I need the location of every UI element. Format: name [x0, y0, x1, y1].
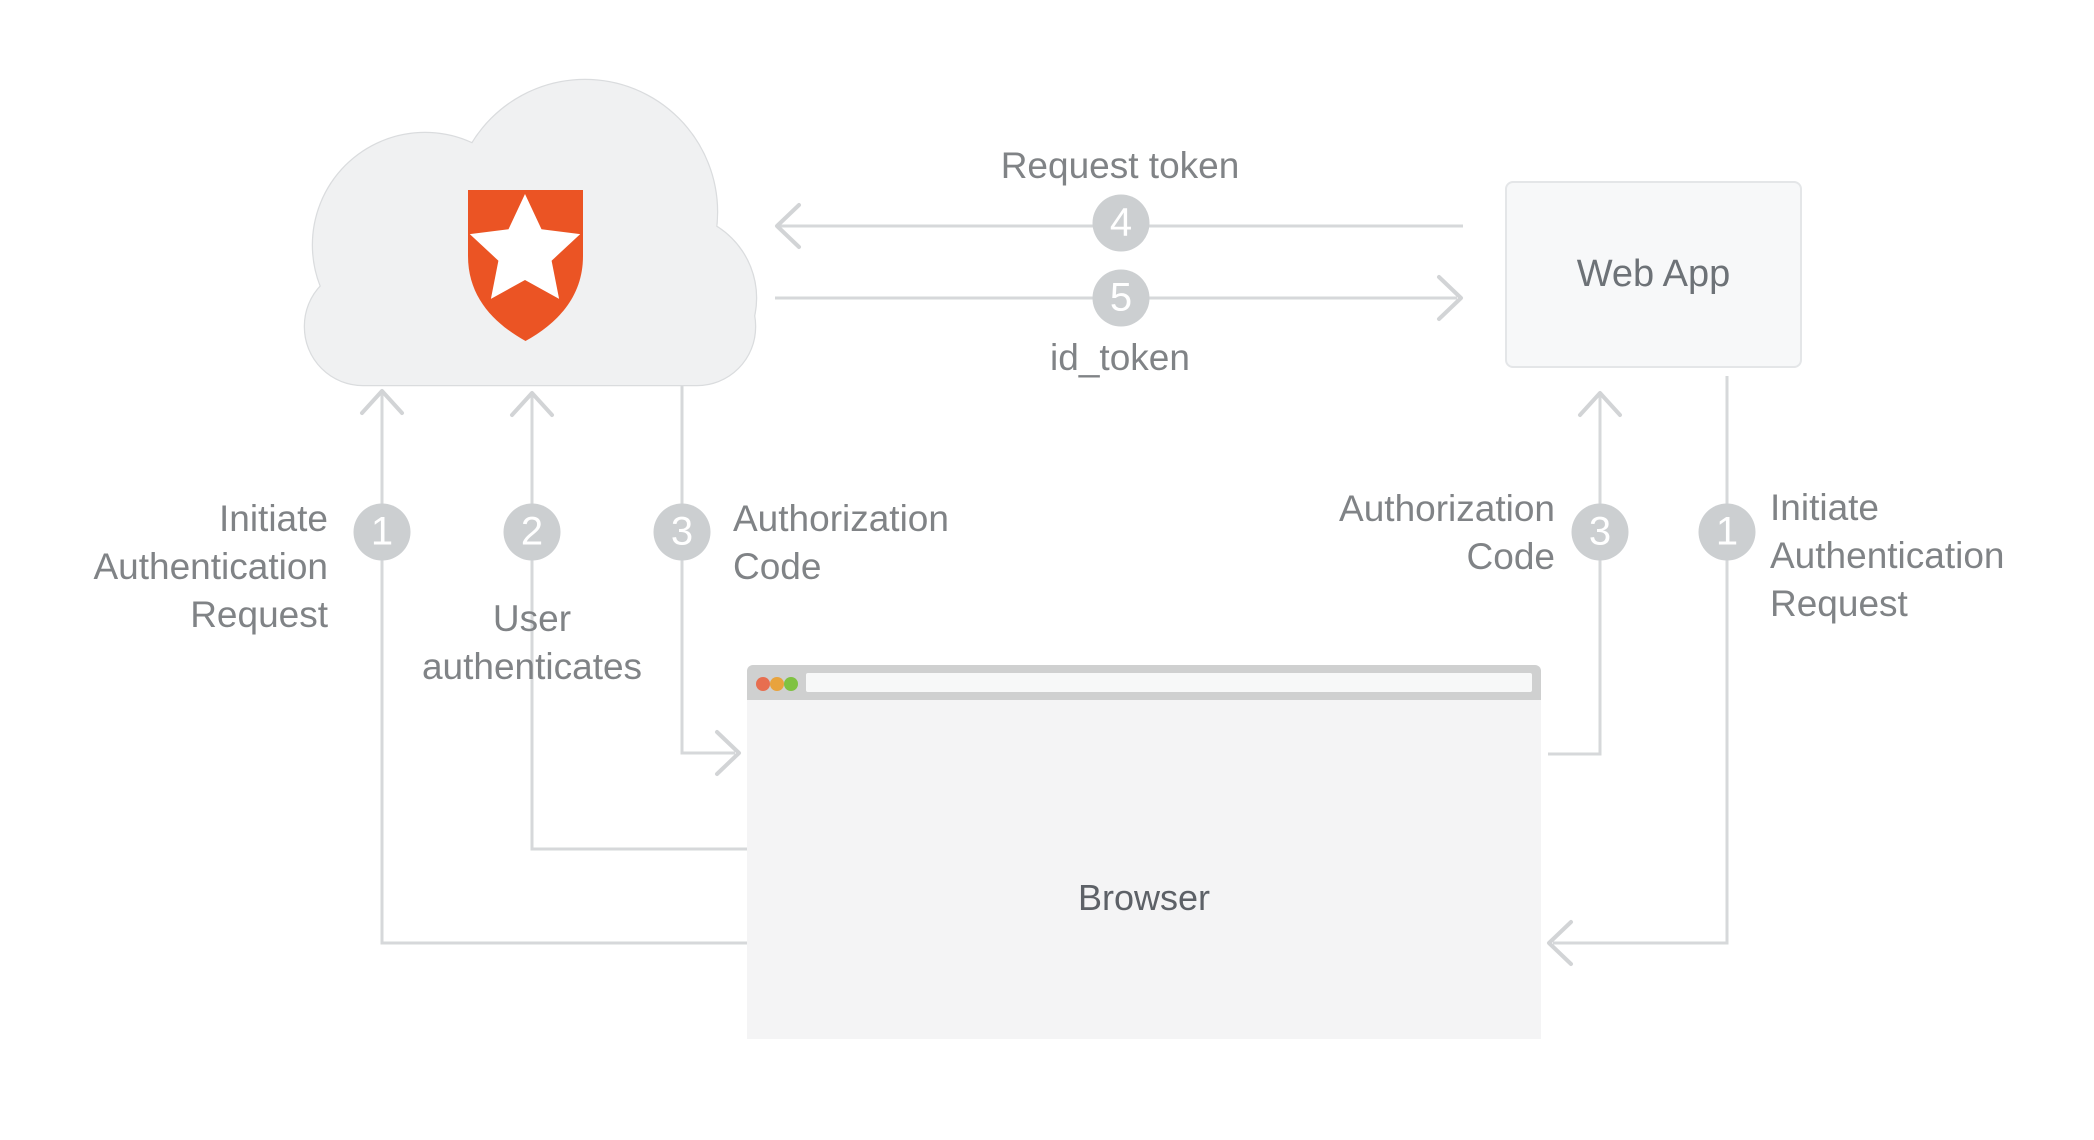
request-token-label: Request token — [1000, 145, 1240, 186]
close-window-icon — [756, 677, 770, 691]
arrowheads — [360, 203, 1622, 966]
step-circle-4: 4 — [1092, 194, 1150, 252]
initiate-auth-request-right-label: Initiate Authentication Request — [1770, 487, 2005, 624]
browser-titlebar — [747, 665, 1541, 700]
line-initiate-right — [1553, 376, 1729, 945]
step-circle-1-right: 1 — [1698, 503, 1756, 561]
step-circle-3-left: 3 — [653, 503, 711, 561]
arrow-up-auth-code-right-icon — [1578, 391, 1622, 417]
authorization-code-right-label: Authorization Code — [1339, 488, 1555, 577]
url-bar — [806, 673, 1532, 692]
auth0-shield-icon — [468, 190, 583, 341]
step-circle-3-right: 3 — [1571, 503, 1629, 561]
arrow-up-initiate-left-icon — [360, 389, 404, 415]
authorization-code-left-label: Authorization Code — [733, 498, 949, 587]
initiate-auth-request-left-label: Initiate Authentication Request — [93, 498, 328, 635]
line-initiate-left — [380, 392, 747, 945]
web-app-label: Web App — [1576, 253, 1731, 295]
step-circle-2: 2 — [503, 503, 561, 561]
line-auth-code-left — [680, 372, 735, 755]
arrow-right-id-token-icon — [1437, 275, 1463, 321]
step-circle-1-left: 1 — [353, 503, 411, 561]
line-auth-code-right — [1548, 394, 1602, 756]
arrow-right-auth-code-left-icon — [715, 730, 741, 776]
web-app-node: Web App — [1505, 181, 1802, 368]
minimize-window-icon — [770, 677, 784, 691]
browser-window: Browser — [747, 665, 1541, 1039]
zoom-window-icon — [784, 677, 798, 691]
step-circle-5: 5 — [1092, 269, 1150, 327]
arrow-up-user-auth-icon — [510, 391, 554, 417]
browser-label: Browser — [1077, 877, 1211, 918]
user-authenticates-label: User authenticates — [421, 598, 643, 687]
arrow-left-initiate-right-icon — [1547, 920, 1573, 966]
id-token-label: id_token — [1050, 337, 1190, 378]
arrow-left-request-token-icon — [775, 203, 801, 249]
